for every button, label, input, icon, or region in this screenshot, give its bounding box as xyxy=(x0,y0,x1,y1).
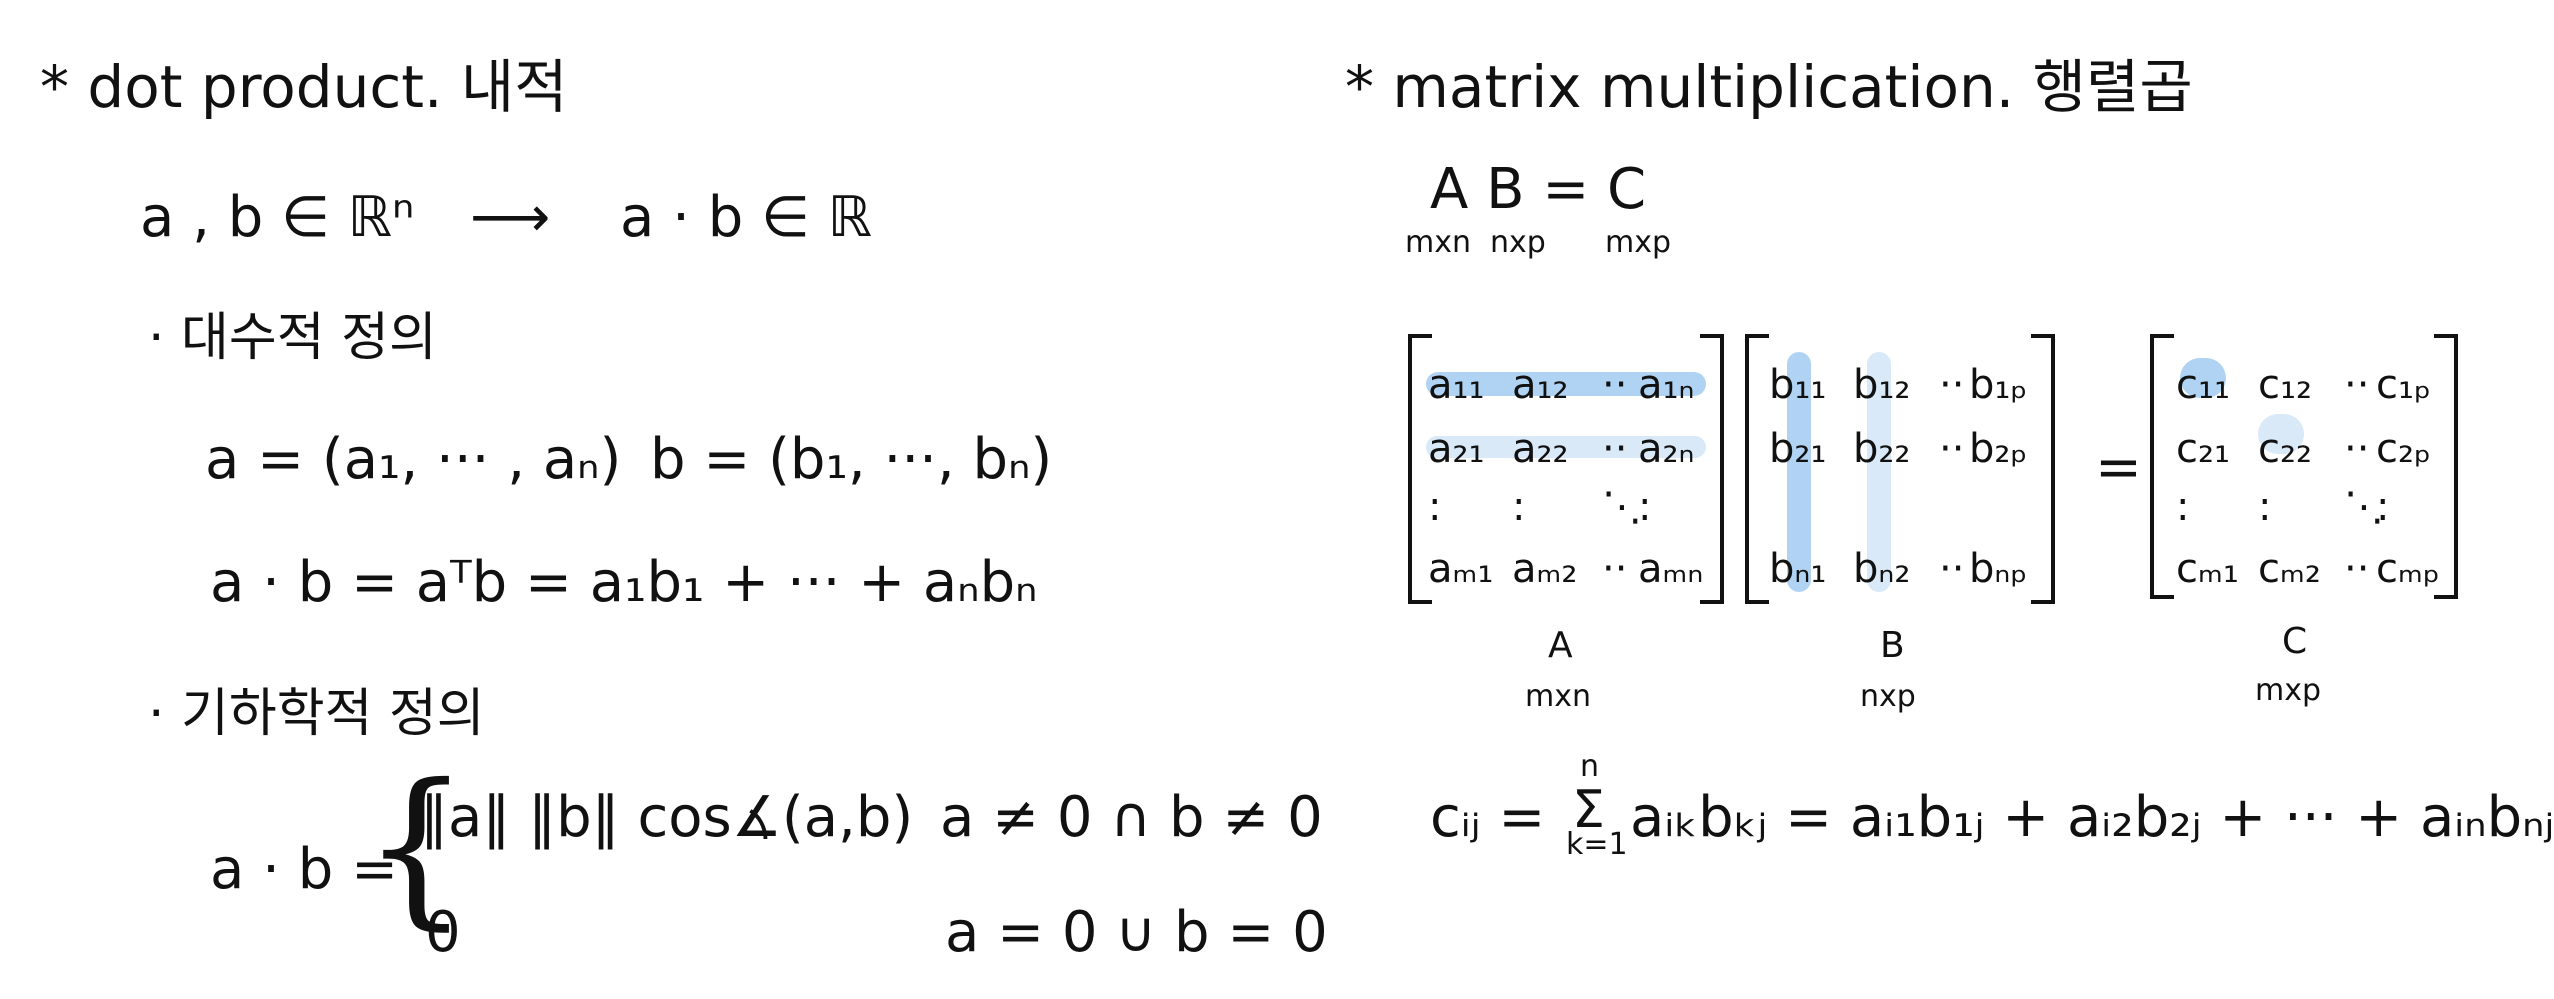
matrixC-cell-2-4: c₂ₚ xyxy=(2376,426,2432,472)
algebraic-heading: · 대수적 정의 xyxy=(148,308,437,368)
matrixC-cell-3-1: : xyxy=(2176,484,2190,530)
dot-product-title: * dot product. 내적 xyxy=(40,53,568,121)
matrixA-cell-2-2: a₂₂ xyxy=(1512,426,1569,472)
case2-condition: a = 0 ∪ b = 0 xyxy=(945,900,1328,965)
matrixA-cell-2-4: a₂ₙ xyxy=(1638,426,1695,472)
matrixA-cell-3-1: : xyxy=(1428,484,1442,530)
matrixA-cell-2-3: ·· xyxy=(1602,426,1628,472)
case1-condition: a ≠ 0 ∩ b ≠ 0 xyxy=(940,785,1323,850)
matrixB-cell-4-3: ·· xyxy=(1939,546,1965,592)
formula-lhs: cᵢⱼ = xyxy=(1430,785,1546,850)
matrixC-cell-3-2: : xyxy=(2258,484,2272,530)
matrixB-cell-1-4: b₁ₚ xyxy=(1969,362,2028,408)
matrixB-cell-1-3: ·· xyxy=(1939,362,1965,408)
sum-lower-limit: k=1 xyxy=(1566,827,1628,862)
matrixC-cell-4-2: cₘ₂ xyxy=(2258,546,2321,592)
matrixC-cell-4-4: cₘₚ xyxy=(2376,546,2441,592)
matrix-a-dim: mxn xyxy=(1525,679,1591,714)
matrixC-cell-2-1: c₂₁ xyxy=(2176,426,2231,472)
matrixC-cell-4-3: ·· xyxy=(2344,546,2370,592)
geometric-lhs: a · b = xyxy=(210,837,398,902)
algebraic-product: a · b = aᵀb = a₁b₁ + ··· + aₙbₙ xyxy=(210,550,1038,615)
matrix-b-label: B xyxy=(1880,625,1905,666)
matrixB-cell-1-2: b₁₂ xyxy=(1853,362,1911,408)
sum-upper-limit: n xyxy=(1580,749,1600,784)
matrix-mult-title: * matrix multiplication. 행렬곱 xyxy=(1345,53,2193,121)
matrixC-cell-2-3: ·· xyxy=(2344,426,2370,472)
matrixB-cell-2-2: b₂₂ xyxy=(1853,426,1911,472)
matrixC-cell-3-4: : xyxy=(2376,484,2390,530)
matrixB-cell-2-1: b₂₁ xyxy=(1769,426,1827,472)
matrixC-cell-1-4: c₁ₚ xyxy=(2376,362,2432,408)
row-highlight-2 xyxy=(1426,436,1706,458)
abc-equation: A B = C xyxy=(1430,157,1647,222)
matrixA-cell-3-4: : xyxy=(1638,484,1652,530)
vector-b-definition: b = (b₁, ···, bₙ) xyxy=(650,427,1053,492)
matrixA-cell-4-1: aₘ₁ xyxy=(1428,546,1494,592)
dim-b: nxp xyxy=(1490,225,1546,260)
mapping-codomain: a · b ∈ ℝ xyxy=(620,185,872,250)
geometric-heading: · 기하학적 정의 xyxy=(148,684,485,744)
cell-highlight-c22 xyxy=(2258,414,2304,454)
matrixB-cell-1-1: b₁₁ xyxy=(1769,362,1827,408)
cell-highlight-c11 xyxy=(2180,358,2226,398)
matrixA-cell-3-2: : xyxy=(1512,484,1526,530)
matrix-equals: = xyxy=(2095,435,2142,500)
matrixC-cell-1-2: c₁₂ xyxy=(2258,362,2313,408)
vector-a-definition: a = (a₁, ··· , aₙ) xyxy=(205,427,622,492)
mapping-arrow: ⟶ xyxy=(470,185,551,250)
matrixC-cell-3-3: ⋱ xyxy=(2344,484,2384,530)
matrix-b-dim: nxp xyxy=(1860,679,1916,714)
col-highlight-2 xyxy=(1867,352,1891,592)
formula-rhs: aᵢₖbₖⱼ = aᵢ₁b₁ⱼ + aᵢ₂b₂ⱼ + ··· + aᵢₙbₙⱼ xyxy=(1630,785,2554,850)
matrixA-cell-1-1: a₁₁ xyxy=(1428,362,1485,408)
matrix-c-dim: mxp xyxy=(2255,673,2322,708)
matrixC-cell-4-1: cₘ₁ xyxy=(2176,546,2239,592)
matrixB-cell-2-3: ·· xyxy=(1939,426,1965,472)
piecewise-brace: { xyxy=(362,748,471,946)
matrixB-cell-2-4: b₂ₚ xyxy=(1969,426,2028,472)
matrixA-cell-1-3: ·· xyxy=(1602,362,1628,408)
sum-symbol: Σ xyxy=(1572,780,1605,840)
matrixB-cell-4-1: bₙ₁ xyxy=(1769,546,1827,592)
matrixA-cell-1-2: a₁₂ xyxy=(1512,362,1569,408)
col-highlight-1 xyxy=(1787,352,1811,592)
mapping-domain: a , b ∈ ℝⁿ xyxy=(140,185,415,250)
matrixB-cell-4-2: bₙ₂ xyxy=(1853,546,1911,592)
matrixC-cell-2-2: c₂₂ xyxy=(2258,426,2313,472)
case2-expression: 0 xyxy=(425,900,461,965)
matrixC-cell-1-3: ·· xyxy=(2344,362,2370,408)
matrixA-cell-4-3: ·· xyxy=(1602,546,1628,592)
dim-c: mxp xyxy=(1605,225,1672,260)
matrixA-cell-2-1: a₂₁ xyxy=(1428,426,1485,472)
matrixB-cell-4-4: bₙₚ xyxy=(1969,546,2028,592)
row-highlight-1 xyxy=(1426,372,1706,396)
matrixA-cell-1-4: a₁ₙ xyxy=(1638,362,1695,408)
dim-a: mxn xyxy=(1405,225,1471,260)
matrixA-cell-4-2: aₘ₂ xyxy=(1512,546,1578,592)
matrixA-cell-3-3: ⋱ xyxy=(1602,484,1642,530)
matrixC-cell-1-1: c₁₁ xyxy=(2176,362,2231,408)
matrix-c-label: C xyxy=(2282,621,2308,662)
case1-expression: ‖a‖ ‖b‖ cos∡(a,b) xyxy=(420,785,914,850)
matrixA-cell-4-4: aₘₙ xyxy=(1638,546,1704,592)
matrix-a-label: A xyxy=(1548,625,1573,666)
